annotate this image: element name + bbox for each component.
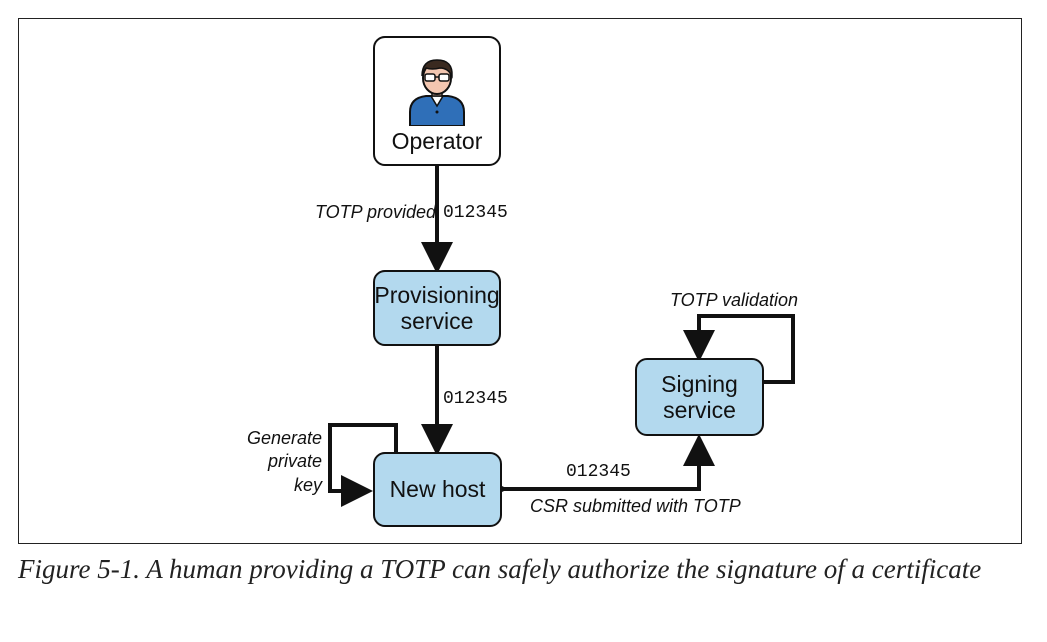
code-csr-label: 012345 [566, 462, 631, 482]
totp-validation-label: TOTP validation [670, 290, 799, 310]
operator-label: Operator [391, 127, 483, 154]
provisioning-service-label: Provisioning service [374, 281, 500, 334]
operator-node: Operator [373, 36, 501, 166]
provisioning-service-node: Provisioning service [373, 270, 501, 346]
signing-service-node: Signing service [635, 358, 764, 436]
generate-key-label: Generate private key [246, 428, 322, 495]
person-icon [409, 58, 465, 126]
arrow-newhost-to-signing [476, 434, 715, 505]
totp-provided-label: TOTP provided [315, 202, 437, 222]
new-host-label: New host [389, 476, 486, 503]
code-operator-label: 012345 [443, 203, 508, 223]
arrow-generate-key-loop [328, 423, 398, 507]
figure-caption: Figure 5-1. A human providing a TOTP can… [18, 554, 982, 584]
diagram-frame [18, 18, 1022, 544]
new-host-node: New host [373, 452, 502, 527]
code-provisioning-label: 012345 [443, 389, 508, 409]
csr-submitted-label: CSR submitted with TOTP [530, 496, 741, 516]
arrow-totp-validation-loop [683, 314, 795, 384]
signing-service-label: Signing service [661, 370, 738, 423]
